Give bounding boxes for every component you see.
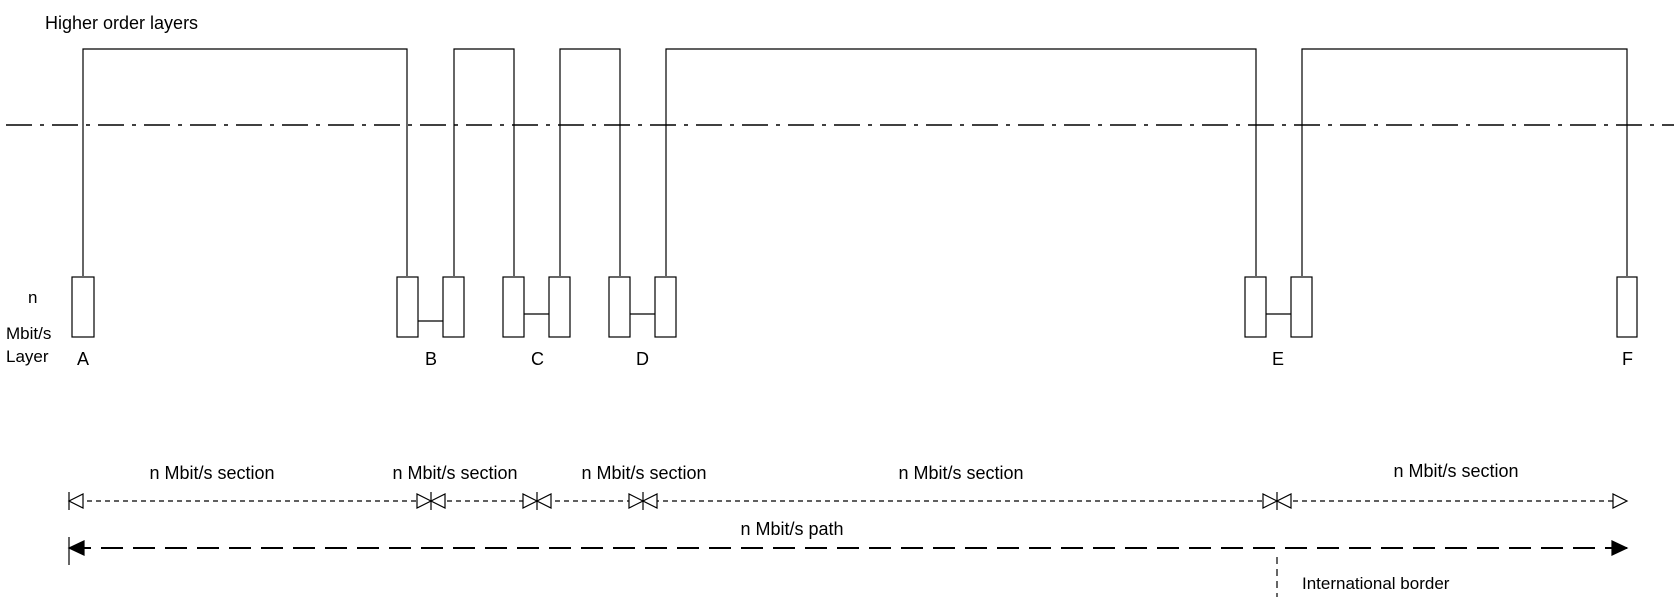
node-a-box (71, 276, 95, 338)
section-c-arrowhead-right (535, 493, 552, 509)
node-e-box-right (1290, 276, 1313, 338)
section-arrows (67, 492, 1629, 510)
higher-order-connections (82, 48, 1628, 276)
connection-c-d (559, 48, 621, 276)
layer-word-label: Layer (6, 347, 49, 366)
international-border-label: International border (1302, 574, 1450, 593)
path-start-arrowhead (67, 540, 85, 556)
section-d-arrowhead-right (641, 493, 658, 509)
node-b-box-right (442, 276, 465, 338)
section-label-b-c: n Mbit/s section (392, 463, 517, 483)
connection-e-f (1301, 48, 1628, 276)
section-c-arrowhead-left (522, 493, 539, 509)
layer-n-label: n (28, 288, 37, 307)
section-label-d-e: n Mbit/s section (898, 463, 1023, 483)
node-label-d: D (636, 349, 649, 369)
section-e-arrowhead-left (1262, 493, 1279, 509)
higher-order-layers-label: Higher order layers (45, 13, 198, 33)
connection-d-e (665, 48, 1257, 276)
node-c-box-right (548, 276, 571, 338)
section-d-arrowhead-left (628, 493, 645, 509)
section-a-arrowhead (67, 493, 84, 509)
node-f-box (1616, 276, 1638, 338)
node-c-box-left (502, 276, 525, 338)
node-d-box-left (608, 276, 631, 338)
equipment-boxes (71, 276, 1638, 338)
node-e-box-left (1244, 276, 1267, 338)
node-label-f: F (1622, 349, 1633, 369)
path-arrow (67, 537, 1629, 565)
node-label-b: B (425, 349, 437, 369)
node-d-box-right (654, 276, 677, 338)
section-label-c-d: n Mbit/s section (581, 463, 706, 483)
layer-mbits-label: Mbit/s (6, 324, 51, 343)
node-b-box-left (396, 276, 419, 338)
section-b-arrowhead-left (416, 493, 433, 509)
section-f-arrowhead (1612, 493, 1629, 509)
section-e-arrowhead-right (1275, 493, 1292, 509)
path-end-arrowhead (1611, 540, 1629, 556)
path-label: n Mbit/s path (740, 519, 843, 539)
section-b-arrowhead-right (429, 493, 446, 509)
section-label-a-b: n Mbit/s section (149, 463, 274, 483)
connection-b-c (453, 48, 515, 276)
node-label-a: A (77, 349, 89, 369)
node-label-c: C (531, 349, 544, 369)
node-label-e: E (1272, 349, 1284, 369)
section-label-e-f: n Mbit/s section (1393, 461, 1518, 481)
connection-a-b (82, 48, 408, 276)
